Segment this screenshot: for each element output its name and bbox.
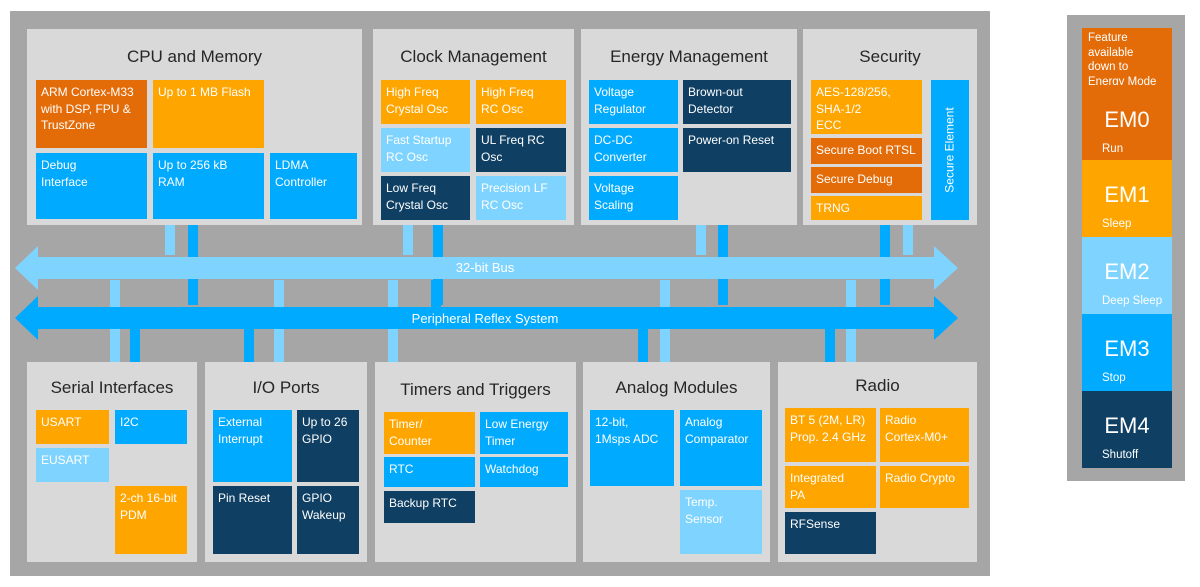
block-eusart: EUSART (36, 448, 109, 482)
bus-arrows (15, 246, 958, 340)
block-pin-reset: Pin Reset (213, 486, 292, 554)
legend-em4: EM4 Shutoff (1082, 391, 1172, 468)
block-power-on-reset: Power-on Reset (683, 128, 791, 172)
connector (431, 280, 441, 310)
block-adc: 12-bit, 1Msps ADC (590, 410, 674, 486)
em4-code: EM4 (1104, 413, 1150, 438)
panel-title: Security (859, 47, 921, 66)
em3-name: Stop (1102, 372, 1126, 384)
panel-title: Serial Interfaces (50, 378, 174, 397)
legend-em3: EM3 Stop (1082, 314, 1172, 391)
panel-title: Timers and Triggers (400, 380, 551, 399)
block-secure-debug: Secure Debug (811, 167, 922, 193)
legend-em2: EM2 Deep Sleep (1082, 237, 1172, 314)
connector (638, 325, 648, 362)
prs-arrow (15, 296, 958, 340)
block-radio-cortex-m0: Radio Cortex-M0+ (880, 408, 969, 462)
block-flash: Up to 1 MB Flash (153, 80, 264, 148)
em1-code: EM1 (1104, 182, 1150, 207)
block-backup-rtc: Backup RTC (384, 491, 475, 523)
block-voltage-scaling: Voltage Scaling (589, 176, 678, 220)
em3-code: EM3 (1104, 336, 1150, 361)
em0-name: Run (1102, 143, 1124, 155)
block-hfxo: High Freq Crystal Osc (381, 80, 470, 124)
block-letimer: Low Energy Timer (480, 412, 568, 454)
legend-em1: EM1 Sleep (1082, 160, 1172, 237)
em1-name: Sleep (1102, 218, 1132, 230)
connector (130, 325, 140, 362)
block-lfrco: Precision LF RC Osc (476, 176, 566, 220)
block-gpio: Up to 26 GPIO (297, 410, 359, 482)
panel-title: I/O Ports (252, 378, 320, 397)
secure-element-label: Secure Element (943, 107, 958, 193)
block-hfrco: High Freq RC Osc (476, 80, 566, 124)
block-ldma: LDMA Controller (270, 153, 357, 219)
block-radio-crypto: Radio Crypto (880, 466, 969, 508)
em4-name: Shutoff (1102, 449, 1139, 461)
block-rtc: RTC (384, 457, 475, 487)
block-brownout-detector: Brown-out Detector (683, 80, 791, 124)
connector (244, 325, 254, 362)
block-timer-counter: Timer/ Counter (384, 412, 475, 454)
block-trng: TRNG (811, 196, 922, 220)
bus-32bit-arrow (15, 246, 958, 290)
block-usart: USART (36, 410, 109, 444)
panel-title: CPU and Memory (126, 47, 263, 66)
panel-title: Analog Modules (615, 378, 738, 397)
block-aes-sha-ecc: AES-128/256, SHA-1/2 ECC (811, 80, 922, 134)
bus-32bit-label: 32-bit Bus (455, 260, 515, 275)
block-analog-comparator: Analog Comparator (680, 410, 762, 486)
panel-title: Energy Management (610, 47, 768, 66)
block-temp-sensor: Temp. Sensor (680, 490, 762, 554)
block-ulfrco: UL Freq RC Osc (476, 128, 566, 172)
block-voltage-regulator: Voltage Regulator (589, 80, 678, 124)
connector (403, 225, 413, 255)
block-ram: Up to 256 kB RAM (153, 153, 264, 219)
connector (825, 325, 835, 362)
block-pdm: 2-ch 16-bit PDM (115, 486, 187, 554)
block-lfxo: Low Freq Crystal Osc (381, 176, 470, 220)
block-rfsense: RFSense (785, 512, 876, 554)
legend-em0: EM0 Run (1082, 85, 1172, 160)
block-integrated-pa: Integrated PA (785, 466, 876, 508)
block-external-interrupt: External Interrupt (213, 410, 292, 482)
em0-code: EM0 (1104, 107, 1150, 132)
block-dcdc: DC-DC Converter (589, 128, 678, 172)
legend-header: Feature available down to Energy Mode (1082, 28, 1172, 85)
em2-name: Deep Sleep (1102, 295, 1163, 307)
panel-title: Radio (855, 376, 900, 395)
block-bt5-radio: BT 5 (2M, LR) Prop. 2.4 GHz (785, 408, 876, 462)
block-watchdog: Watchdog (480, 457, 568, 487)
block-secure-element: Secure Element (931, 80, 969, 220)
panel-title: Clock Management (400, 47, 547, 66)
block-gpio-wakeup: GPIO Wakeup (297, 486, 359, 554)
block-fsrco: Fast Startup RC Osc (381, 128, 470, 172)
block-debug-interface: Debug Interface (36, 153, 147, 219)
em2-code: EM2 (1104, 259, 1150, 284)
connector (903, 225, 913, 255)
connector (165, 225, 175, 255)
block-secure-boot: Secure Boot RTSL (811, 138, 922, 164)
panel-energy-management: Energy Management (581, 29, 797, 225)
block-i2c: I2C (115, 410, 187, 444)
connector (696, 225, 706, 255)
prs-label: Peripheral Reflex System (411, 311, 559, 326)
block-cortex-m33: ARM Cortex-M33 with DSP, FPU & TrustZone (36, 80, 147, 148)
